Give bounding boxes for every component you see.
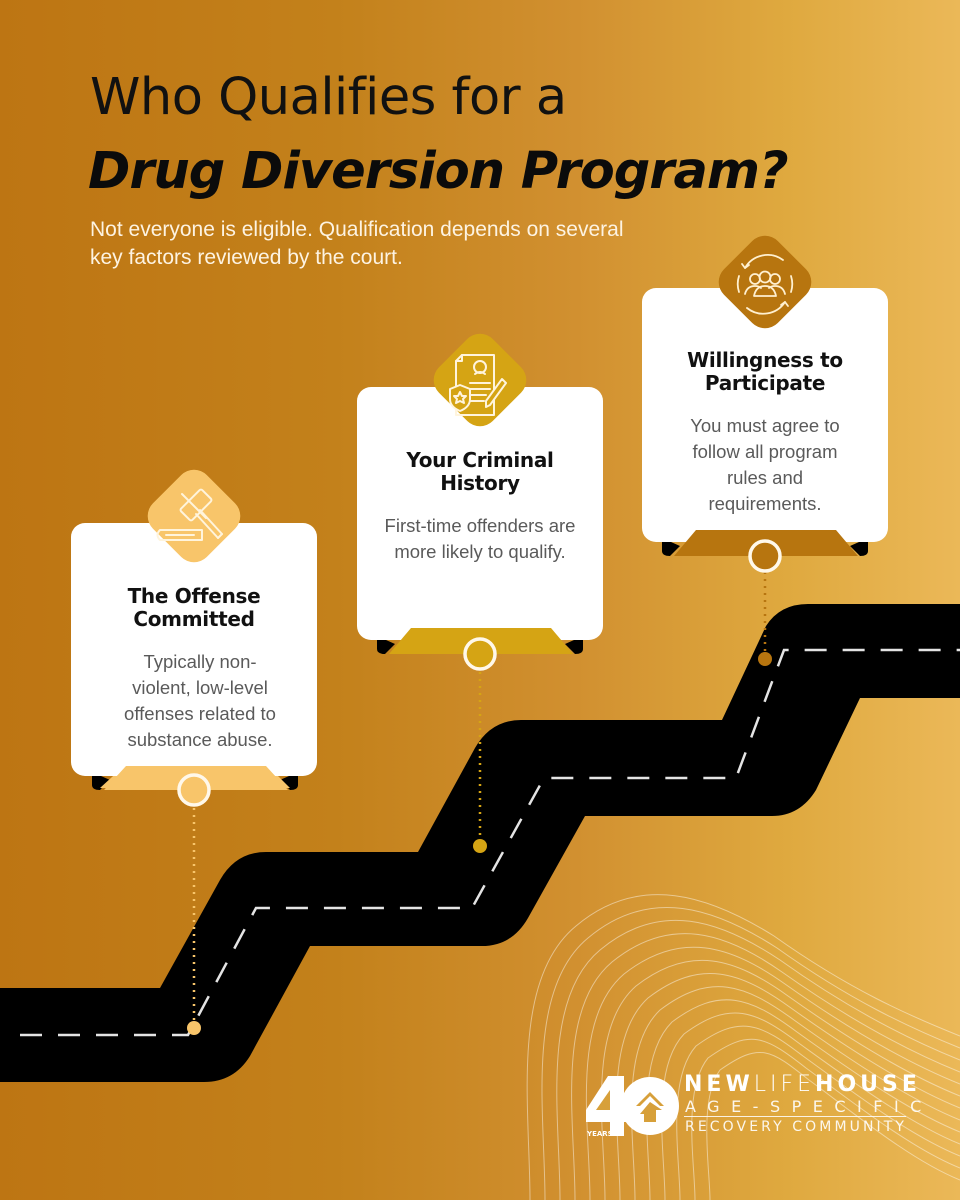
card-2-title: Your Criminal History bbox=[406, 448, 554, 495]
group-cycle-icon bbox=[736, 254, 794, 315]
card-3-body: You must agree to follow all program rul… bbox=[690, 415, 840, 514]
road-marker-1 bbox=[187, 1021, 201, 1035]
card-willingness-participate: Willingness to Participate You must agre… bbox=[642, 288, 888, 542]
road-center-dashes bbox=[20, 648, 960, 1037]
card-3-node-ring bbox=[748, 539, 782, 573]
brand-logo: YEARS NEWLIFEHOUSE AGE-SPECIFIC RECOVERY… bbox=[584, 1070, 921, 1140]
brand-tagline-age-specific: AGE-SPECIFIC bbox=[685, 1097, 933, 1116]
card-1-node-ring bbox=[177, 773, 211, 807]
card-2-body: First-time offenders are more likely to … bbox=[384, 515, 576, 562]
card-2-node-ring bbox=[463, 637, 497, 671]
card-criminal-history: Your Criminal History First-time offende… bbox=[357, 387, 603, 640]
card-1-title: The Offense Committed bbox=[127, 584, 261, 631]
road-marker-2 bbox=[473, 839, 487, 853]
forty-years-badge-icon: YEARS bbox=[586, 1076, 679, 1138]
brand-name: NEWLIFEHOUSE bbox=[684, 1072, 921, 1097]
page-title-line2: Drug Diversion Program? bbox=[88, 142, 789, 201]
card-1-body: Typically non-violent, low-level offense… bbox=[124, 651, 276, 750]
gavel-icon bbox=[156, 488, 223, 541]
criminal-record-icon bbox=[449, 354, 507, 416]
brand-tagline-recovery: RECOVERY COMMUNITY bbox=[685, 1119, 908, 1135]
svg-text:YEARS: YEARS bbox=[586, 1130, 613, 1138]
card-3-title: Willingness to Participate bbox=[687, 348, 843, 395]
page-subtitle: Not everyone is eligible. Qualification … bbox=[90, 218, 624, 269]
card-offense-committed: The Offense Committed Typically non-viol… bbox=[71, 523, 317, 776]
road-marker-3 bbox=[758, 652, 772, 666]
brand-divider bbox=[684, 1116, 906, 1117]
page-title-line1: Who Qualifies for a bbox=[90, 68, 567, 127]
